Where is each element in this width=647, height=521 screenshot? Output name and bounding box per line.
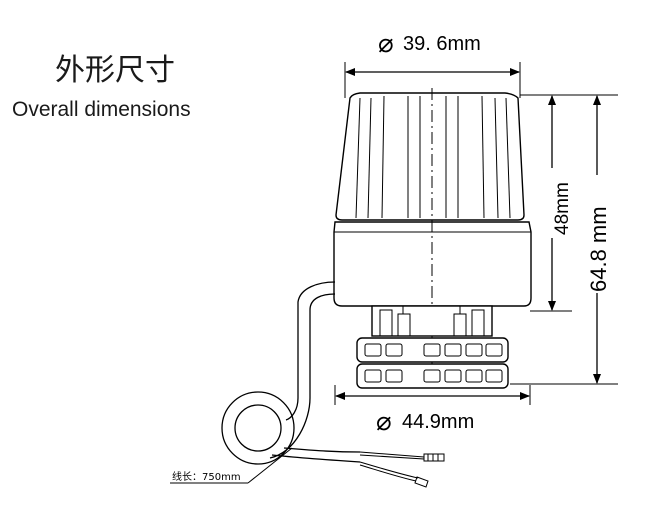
top-diameter-label: 39. 6mm bbox=[403, 33, 481, 55]
bottom-diameter-label: 44.9mm bbox=[402, 411, 474, 433]
title-english: Overall dimensions bbox=[12, 98, 191, 121]
diameter-symbol-bottom: ⌀ bbox=[376, 406, 392, 436]
knurled-nut bbox=[356, 337, 509, 389]
height-dimensions: 48mm 64.8 mm bbox=[510, 94, 618, 385]
bottom-diameter-dimension: ⌀ 44.9mm bbox=[334, 385, 531, 436]
cable bbox=[221, 281, 445, 488]
cable-length-callout: 线长：750mm bbox=[170, 447, 293, 484]
cable-length-label: 线长：750mm bbox=[172, 470, 241, 483]
total-height-label: 64.8 mm bbox=[586, 206, 611, 292]
diameter-symbol-top: ⌀ bbox=[378, 28, 394, 58]
top-diameter-dimension: ⌀ 39. 6mm bbox=[344, 28, 521, 98]
title-chinese: 外形尺寸 bbox=[55, 53, 175, 88]
upper-height-label: 48mm bbox=[552, 182, 573, 235]
adapter-neck bbox=[371, 305, 493, 337]
actuator-cap bbox=[335, 92, 525, 221]
